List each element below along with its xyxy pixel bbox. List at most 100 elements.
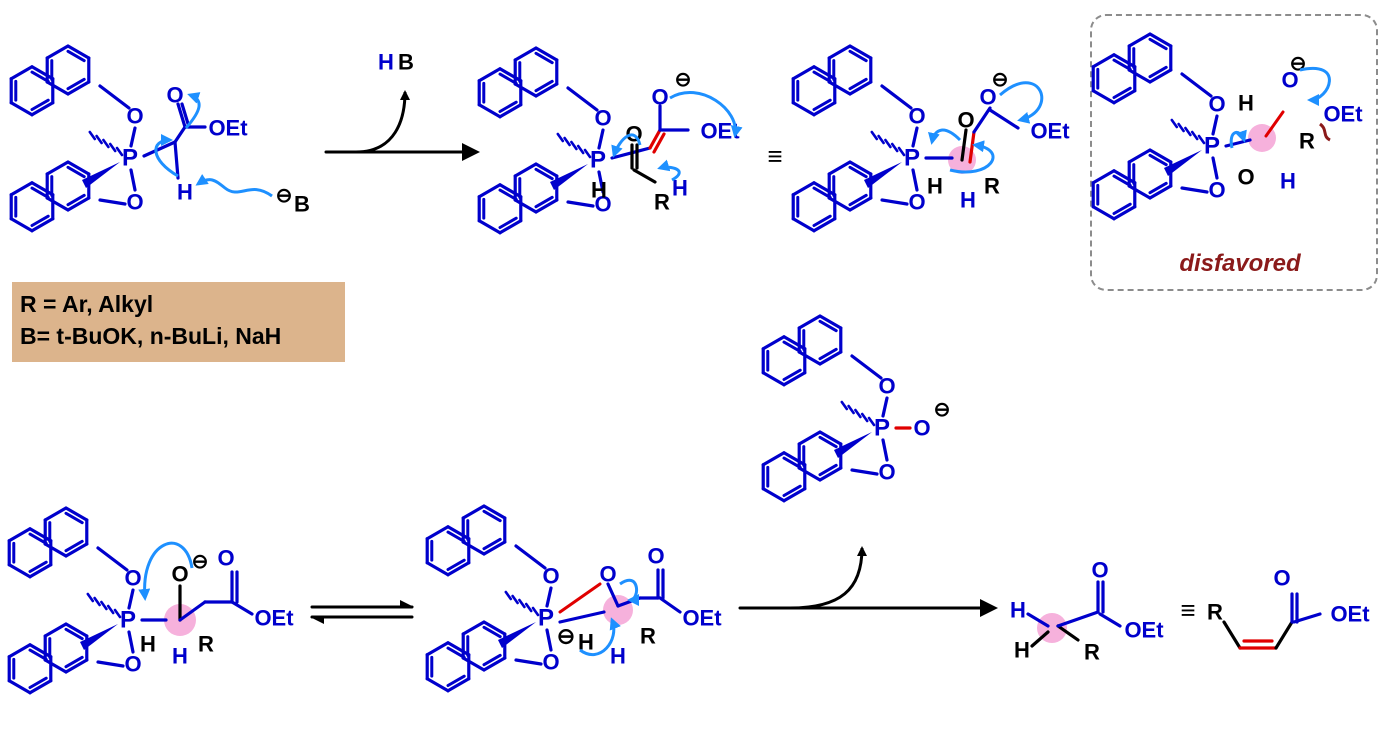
ring-double-bond: [498, 188, 518, 201]
negative-charge: ⊖: [557, 624, 575, 649]
c-r-bond: [1222, 620, 1242, 650]
ring-double-bond: [1112, 174, 1132, 187]
forming-double-bond: [652, 132, 666, 154]
negative-charge: ⊖: [276, 185, 293, 207]
ring-bond: [461, 540, 486, 556]
hb-base: B: [398, 50, 414, 75]
c-c-bond: [1274, 620, 1294, 650]
ring-bond: [9, 101, 34, 117]
ring-double-bond: [446, 530, 466, 543]
ring-double-bond: [498, 72, 518, 85]
ring-bond: [28, 563, 53, 579]
ring-bond: [1127, 184, 1152, 200]
ring-bond: [446, 561, 471, 577]
oxygen-atom: O: [542, 650, 559, 675]
hashed-wedge: [897, 146, 906, 157]
ring-bond: [1112, 53, 1137, 69]
ring-double-bond: [66, 165, 86, 179]
ring-double-bond: [848, 49, 868, 63]
c-o-double-bond: [176, 102, 187, 129]
oxygen-atom: O: [1208, 178, 1225, 203]
ring-bond: [513, 198, 538, 214]
ring-bond: [64, 506, 89, 522]
ring-bond: [425, 525, 450, 541]
enolate-push-arrow: [1299, 66, 1331, 106]
c-o-bond: [230, 600, 254, 616]
aryl-o-bond: [566, 200, 595, 208]
ring-bond: [43, 658, 68, 674]
ring-bond: [782, 335, 807, 351]
hashed-wedge: [890, 142, 899, 153]
ring-oxygen: O: [599, 562, 616, 587]
deprotonation-arrow: [154, 134, 179, 178]
enolate-oxygen: O: [979, 85, 996, 110]
c-h-bond: [173, 140, 180, 180]
aryl-o-bond: [880, 198, 909, 206]
carbonyl-oxygen: O: [647, 544, 664, 569]
p-o-arrow: [1229, 129, 1247, 149]
ring-bond: [43, 506, 68, 522]
o-p-bond: [881, 438, 889, 462]
ring-bond: [446, 525, 471, 541]
alpha-h: H: [610, 644, 626, 669]
ring-bond: [797, 430, 822, 446]
aldehyde-oxygen: O: [957, 108, 974, 133]
ring-bond: [761, 335, 786, 351]
reaction-arrow-head: [462, 143, 480, 161]
o-p-bond: [1211, 114, 1219, 136]
alkoxide-attack-arrow: [138, 541, 194, 601]
aryl-o-bond: [566, 86, 599, 112]
disfavored-label: disfavored: [1179, 250, 1301, 277]
ring-double-bond: [818, 347, 838, 361]
aldehyde-c-r-bond: [632, 168, 657, 184]
ring-bond: [45, 160, 70, 176]
b-definition: B= t-BuOK, n-BuLi, NaH: [20, 323, 282, 349]
ring-double-bond: [534, 51, 554, 65]
ring-double-bond: [1112, 58, 1132, 71]
aryl-o-bond: [850, 354, 883, 380]
enolate-oxygen: O: [1281, 68, 1298, 93]
ring-bond: [782, 371, 807, 387]
steric-clash-mark: [1318, 122, 1331, 142]
reverse-arrow-head: [310, 617, 324, 624]
hashed-wedge: [100, 600, 108, 611]
ring-bond: [534, 162, 559, 178]
ring-bond: [7, 643, 32, 659]
oxygen-atom: O: [126, 190, 143, 215]
ring-double-bond: [782, 340, 802, 353]
ring-closure-arrow: [949, 140, 995, 174]
alpha-h: H: [672, 176, 688, 201]
ring-bond: [1127, 148, 1152, 164]
o-p-bond: [881, 396, 889, 418]
ring-bond: [1091, 89, 1116, 105]
ring-bond: [498, 183, 523, 199]
oxygen-atom: O: [594, 106, 611, 131]
ring-bond: [1112, 169, 1137, 185]
ring-bond: [513, 46, 538, 62]
o-p-bond: [911, 168, 919, 192]
ring-bond: [7, 527, 32, 543]
ring-double-bond: [782, 484, 802, 498]
aryl-o-bond: [514, 544, 547, 570]
ring-bond: [782, 487, 807, 503]
ring-double-bond: [782, 456, 802, 469]
ethoxy-label: OEt: [1330, 602, 1370, 627]
c-c-bond: [178, 600, 207, 622]
stereocenter-highlight: [603, 595, 633, 625]
ring-bond: [9, 181, 34, 197]
ring-bond: [66, 44, 91, 60]
ring-bond: [827, 44, 852, 60]
reaction-arrow-2: [738, 546, 998, 617]
hydrogen-atom: H: [140, 632, 156, 657]
ring-double-bond: [64, 511, 84, 525]
ring-bond: [9, 217, 34, 233]
phosphorus-atom: P: [122, 145, 138, 172]
hydrogen-atom: H: [177, 180, 193, 205]
forming-double-bond: [648, 128, 662, 150]
ring-double-bond: [534, 167, 554, 181]
c-o-double-bond: [180, 102, 191, 129]
